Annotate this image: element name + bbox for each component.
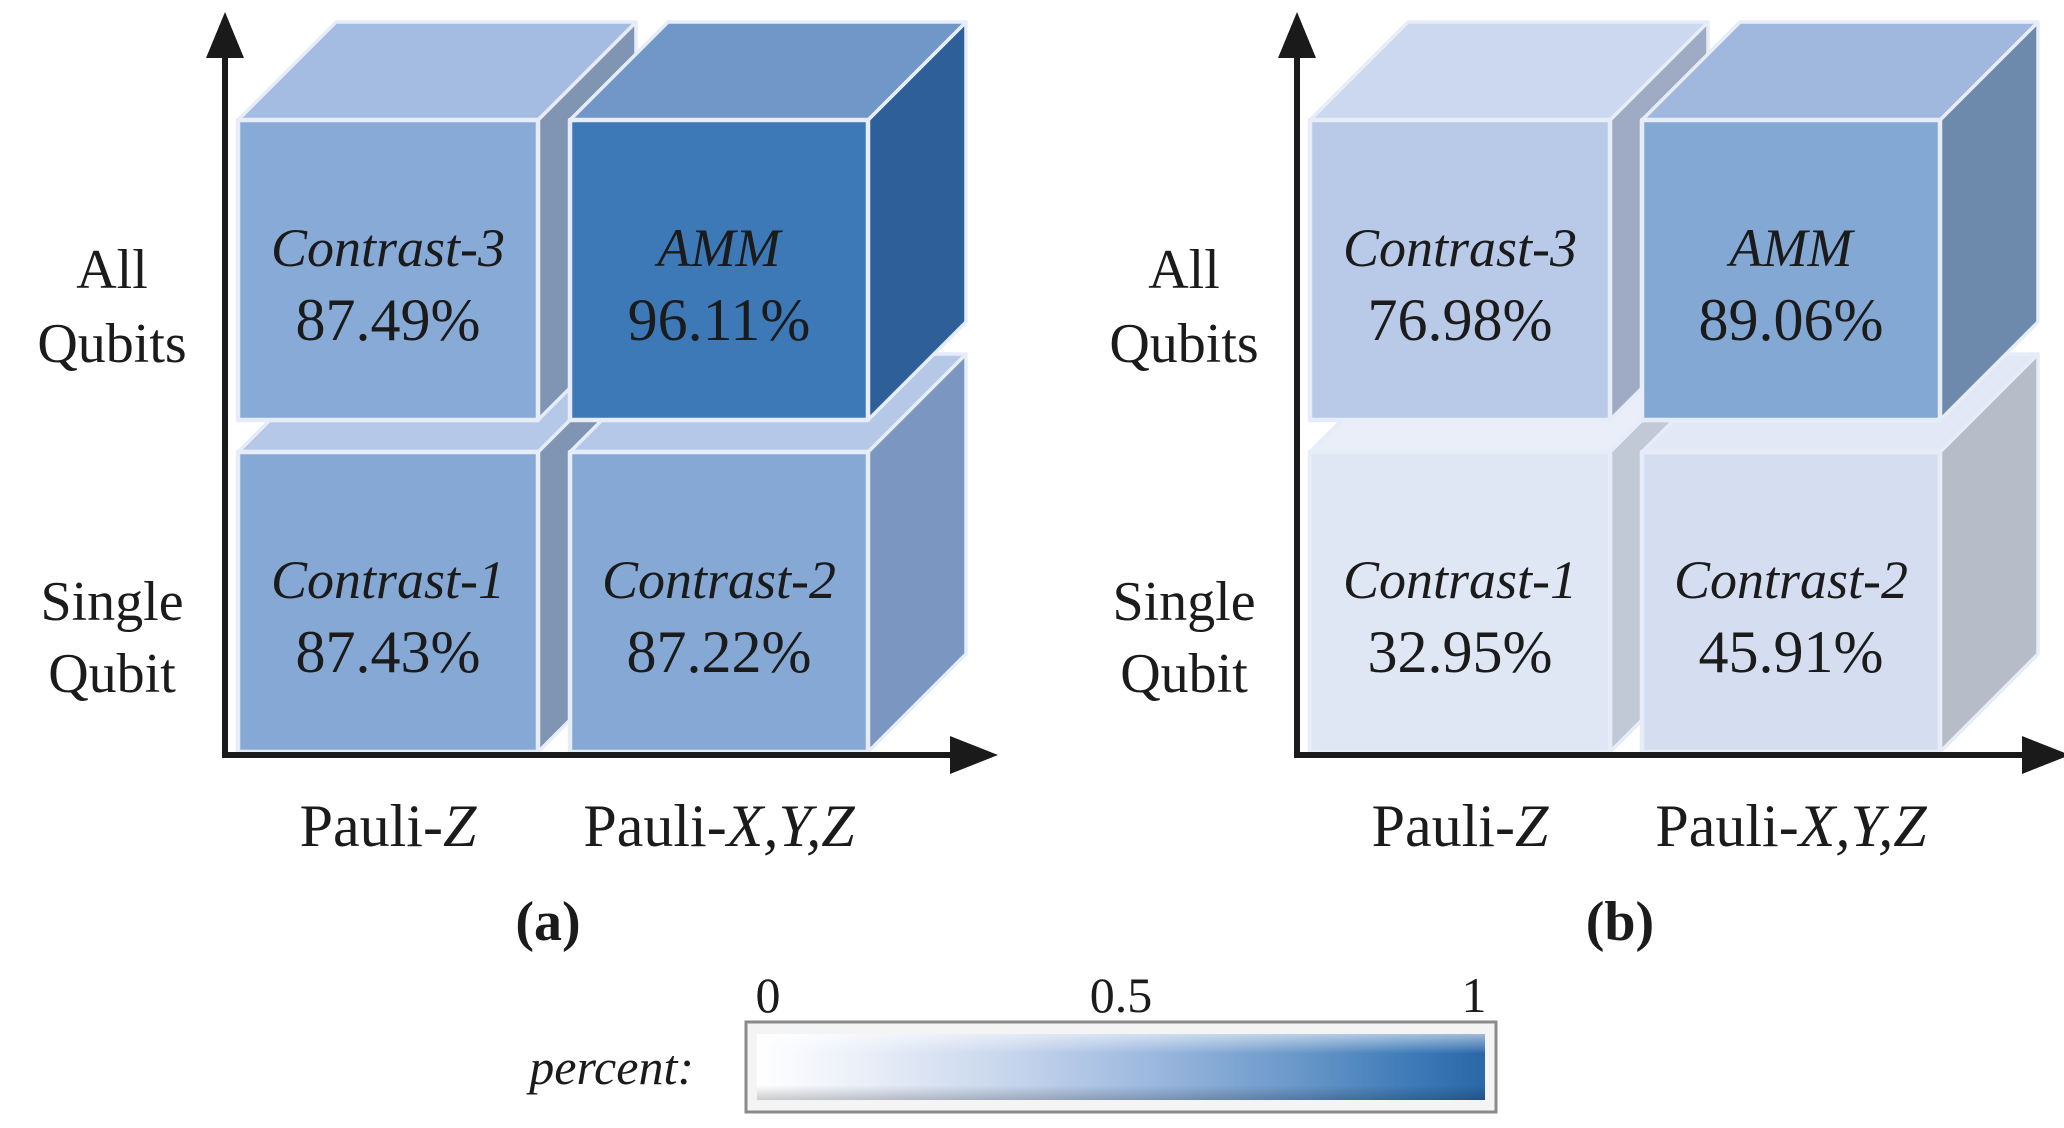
cube-a-amm-front-face bbox=[567, 117, 871, 423]
colorbar-label: percent: bbox=[526, 1039, 694, 1095]
panel-b-cell-text: Contrast-3 76.98% AMM 89.06% Contrast-1 … bbox=[1343, 218, 1908, 685]
x-axis-arrowhead-icon bbox=[950, 736, 998, 774]
colorbar-tick-05: 0.5 bbox=[1090, 967, 1153, 1023]
panel-a: All Qubits Single Qubit Contrast-3 87.49… bbox=[37, 12, 998, 953]
cell-value-contrast1: 32.95% bbox=[1368, 619, 1553, 685]
colorbar: 0 0.5 1 percent: bbox=[526, 967, 1498, 1114]
y-label-all-line1: All bbox=[1148, 239, 1220, 301]
x-label-pauli-xyz: Pauli-X,Y,Z bbox=[1655, 793, 1927, 859]
colorbar-gradient-shading bbox=[757, 1034, 1485, 1100]
y-axis-arrowhead-icon bbox=[1278, 12, 1316, 58]
cell-label-contrast1: Contrast-1 bbox=[1343, 550, 1577, 610]
y-label-all-line2: Qubits bbox=[37, 313, 186, 375]
y-axis-arrowhead-icon bbox=[206, 12, 244, 58]
x-axis-arrowhead-icon bbox=[2022, 736, 2064, 774]
colorbar-tick-0: 0 bbox=[756, 967, 781, 1023]
cell-value-contrast3: 87.49% bbox=[296, 287, 481, 353]
y-label-single-line2: Qubit bbox=[48, 643, 176, 705]
x-label-pauli-xyz: Pauli-X,Y,Z bbox=[583, 793, 855, 859]
cell-label-contrast1: Contrast-1 bbox=[271, 550, 505, 610]
cube-a-contrast2-front-face bbox=[567, 449, 871, 755]
cell-value-amm: 89.06% bbox=[1699, 287, 1884, 353]
x-label-pauli-z: Pauli-Z bbox=[300, 793, 477, 859]
y-label-single-line1: Single bbox=[1112, 571, 1255, 633]
y-label-single-line1: Single bbox=[40, 571, 183, 633]
y-label-all-line2: Qubits bbox=[1109, 313, 1258, 375]
panel-b: All Qubits Single Qubit Contrast-3 76.98… bbox=[1109, 12, 2064, 953]
cell-label-contrast2: Contrast-2 bbox=[1674, 550, 1908, 610]
colorbar-tick-1: 1 bbox=[1462, 967, 1487, 1023]
cube-b-contrast2-front-face bbox=[1639, 449, 1943, 755]
cell-value-contrast2: 45.91% bbox=[1699, 619, 1884, 685]
cell-label-contrast3: Contrast-3 bbox=[271, 218, 505, 278]
cube-a-contrast1-front-face bbox=[235, 449, 541, 755]
cell-label-amm: AMM bbox=[655, 218, 784, 278]
cube-b-contrast1-front-face bbox=[1307, 449, 1613, 755]
cube-a-contrast3-front-face bbox=[235, 117, 541, 423]
cell-value-contrast2: 87.22% bbox=[627, 619, 812, 685]
panel-a-cubes bbox=[235, 20, 968, 755]
cell-label-amm: AMM bbox=[1727, 218, 1856, 278]
cell-value-contrast1: 87.43% bbox=[296, 619, 481, 685]
cube-b-contrast3-front-face bbox=[1307, 117, 1613, 423]
cell-value-amm: 96.11% bbox=[628, 287, 811, 353]
panel-letter-a: (a) bbox=[515, 891, 580, 953]
panel-a-cell-text: Contrast-3 87.49% AMM 96.11% Contrast-1 … bbox=[271, 218, 836, 685]
cell-label-contrast3: Contrast-3 bbox=[1343, 218, 1577, 278]
cube-b-amm-front-face bbox=[1639, 117, 1943, 423]
panel-letter-b: (b) bbox=[1586, 891, 1654, 953]
y-label-all-line1: All bbox=[76, 239, 148, 301]
y-label-single-line2: Qubit bbox=[1120, 643, 1248, 705]
panel-b-cubes bbox=[1307, 20, 2040, 755]
cell-value-contrast3: 76.98% bbox=[1368, 287, 1553, 353]
x-label-pauli-z: Pauli-Z bbox=[1372, 793, 1549, 859]
cell-label-contrast2: Contrast-2 bbox=[602, 550, 836, 610]
